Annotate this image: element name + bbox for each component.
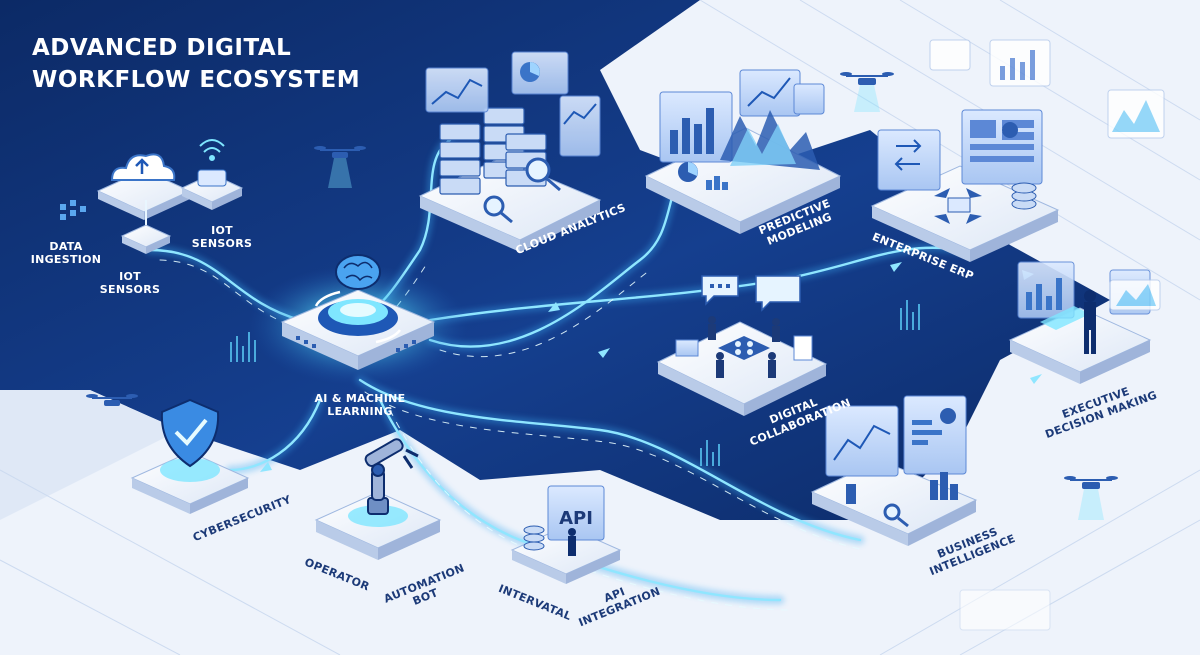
page-title: ADVANCED DIGITAL WORKFLOW ECOSYSTEM [32,32,360,96]
api-integration-node [510,485,622,584]
cybersecurity-node [130,398,250,514]
iot-sensor-left-node [120,200,172,254]
title-line-2: WORKFLOW ECOSYSTEM [32,67,361,93]
drone-icon [1064,476,1118,520]
label-iot-sensors-left: IOT SENSORS [99,270,161,296]
chat-bubble-icon [701,275,801,312]
decorative-panels [929,39,1165,631]
server-rack-icon [439,107,547,195]
title-line-1: ADVANCED DIGITAL [32,35,292,61]
label-data-ingestion: DATA INGESTION [30,240,102,266]
drone-icon [840,72,894,112]
enterprise-erp-node [870,109,1060,262]
lower-left-floor [0,390,180,520]
label-ai-machine-learning: AI & MACHINE LEARNING [314,392,406,418]
predictive-modeling-node [644,69,842,234]
business-intelligence-node [810,395,978,546]
glow-bars [230,300,920,466]
automation-bot-node [314,438,442,560]
drone-icon [86,394,138,406]
iot-sensor-top-node [180,139,244,210]
label-iot-sensors-top: IOT SENSORS [191,224,253,250]
wifi-icon [199,139,225,161]
robot-arm-icon [364,438,419,515]
brain-icon [335,254,381,290]
ai-machine-learning-node [248,254,468,385]
digital-collaboration-node [656,275,828,416]
api-sign-text: API [559,508,593,529]
executive-decision-making-node [1008,261,1152,384]
data-ingestion-node [60,153,192,220]
cloud-analytics-node [418,51,602,252]
shield-check-icon [160,398,220,468]
cloud-analytics-screens [425,51,601,157]
dark-floor-region [0,0,1110,520]
magnifier-icon [483,157,561,224]
drone-icon [314,146,366,188]
